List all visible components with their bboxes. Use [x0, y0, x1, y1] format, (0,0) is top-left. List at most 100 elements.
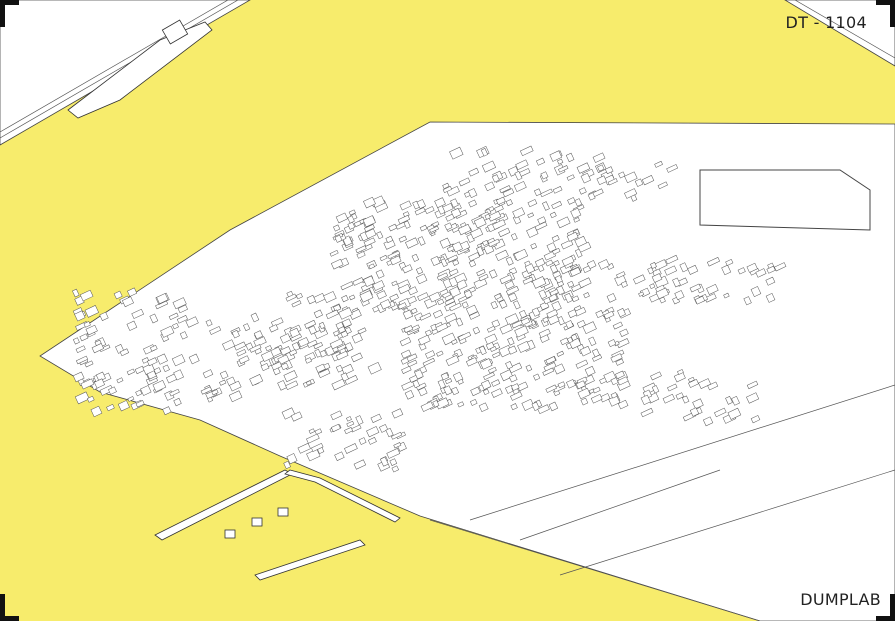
block: [363, 237, 376, 247]
block: [552, 247, 561, 255]
block: [476, 269, 486, 277]
block: [86, 395, 95, 403]
block: [455, 279, 468, 290]
block: [616, 271, 626, 279]
block: [79, 333, 89, 342]
block: [675, 392, 684, 400]
block: [546, 309, 559, 319]
block: [519, 309, 527, 319]
block: [341, 363, 354, 375]
block: [499, 323, 513, 335]
block: [286, 453, 298, 465]
block: [470, 386, 481, 397]
block: [458, 177, 471, 187]
block: [297, 442, 311, 454]
block: [531, 276, 547, 289]
block: [470, 227, 484, 239]
block: [424, 206, 435, 215]
block: [447, 254, 459, 263]
block: [152, 380, 167, 393]
block: [558, 165, 569, 173]
block: [664, 265, 678, 276]
block: [341, 318, 352, 328]
block: [127, 287, 138, 297]
block: [84, 360, 94, 368]
block: [407, 286, 418, 296]
block: [667, 383, 678, 392]
block: [617, 399, 629, 410]
block: [567, 197, 576, 205]
frame-corner-top-left: [0, 0, 19, 27]
block: [583, 292, 590, 299]
block: [510, 233, 518, 241]
block: [177, 304, 188, 314]
block: [554, 275, 563, 284]
block: [349, 309, 362, 320]
block: [305, 380, 312, 386]
block: [755, 268, 767, 278]
block: [363, 196, 376, 209]
block: [219, 379, 227, 386]
block: [694, 295, 706, 305]
block: [515, 159, 529, 171]
block: [499, 369, 514, 382]
block: [480, 379, 492, 390]
block: [444, 378, 453, 385]
block: [386, 448, 401, 459]
block: [535, 157, 546, 166]
block: [364, 228, 377, 239]
block: [607, 339, 617, 348]
block: [280, 346, 292, 356]
block: [205, 319, 213, 327]
block: [334, 234, 343, 243]
block: [674, 290, 685, 301]
block: [351, 332, 363, 344]
block: [407, 359, 418, 368]
block: [546, 242, 557, 253]
block: [405, 237, 419, 249]
block: [353, 459, 367, 470]
block: [435, 322, 449, 333]
block: [188, 353, 200, 365]
block: [330, 410, 343, 421]
block: [707, 381, 719, 391]
block: [588, 336, 597, 347]
block: [525, 364, 533, 372]
block: [424, 329, 432, 337]
block: [350, 352, 363, 363]
block: [579, 345, 592, 357]
block: [727, 407, 742, 420]
block: [498, 227, 511, 238]
block: [580, 397, 589, 406]
block: [211, 389, 219, 396]
block: [457, 401, 465, 408]
block: [540, 188, 553, 198]
block: [573, 217, 580, 223]
block: [179, 331, 188, 340]
block: [403, 325, 414, 333]
block: [219, 370, 229, 380]
block: [379, 456, 389, 467]
block: [335, 364, 344, 373]
container-and-building-blocks: [72, 145, 871, 473]
block: [140, 385, 152, 396]
block: [576, 162, 591, 174]
block: [607, 178, 618, 186]
block: [389, 255, 402, 266]
block: [72, 337, 80, 345]
block: [80, 378, 95, 390]
block: [253, 330, 264, 340]
block: [774, 262, 787, 272]
block: [444, 222, 453, 231]
block: [85, 324, 98, 336]
block: [457, 223, 472, 236]
block: [393, 442, 402, 449]
block: [610, 392, 618, 399]
block: [280, 362, 289, 371]
block: [388, 223, 398, 232]
block: [401, 380, 415, 391]
block: [539, 301, 550, 311]
block: [604, 166, 614, 175]
block: [366, 426, 380, 438]
block: [156, 353, 168, 365]
